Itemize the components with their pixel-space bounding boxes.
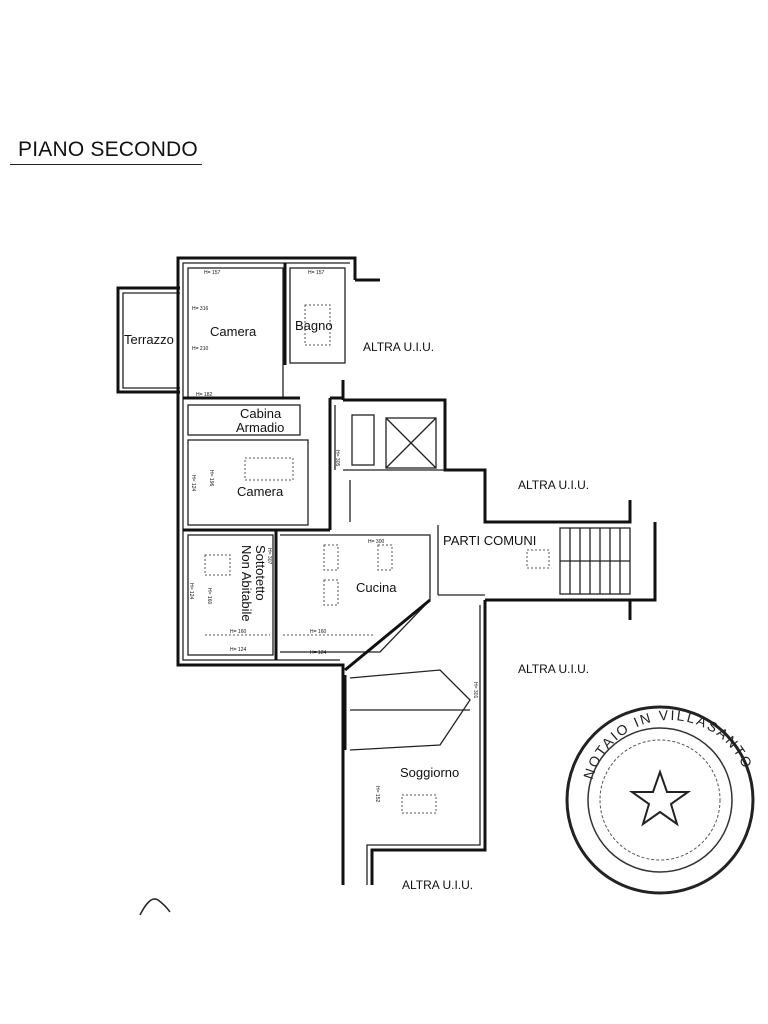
room-sottotetto: Sottotetto Non Abitabile <box>239 545 268 622</box>
height-label: H= 160 <box>230 629 246 635</box>
height-label: H= 157 <box>308 270 324 276</box>
room-cucina: Cucina <box>356 580 397 595</box>
height-label: H= 124 <box>190 475 196 491</box>
room-bagno: Bagno <box>295 318 333 333</box>
room-camera-top: Camera <box>210 324 257 339</box>
room-cabina-line2: Armadio <box>236 420 284 435</box>
height-label: H= 124 <box>230 647 246 653</box>
area-altra-uiu-2: ALTRA U.I.U. <box>518 478 589 492</box>
room-sottotetto-line2: Non Abitabile <box>239 545 254 622</box>
height-label: H= 305 <box>334 450 340 466</box>
floor-title: PIANO SECONDO <box>18 138 198 161</box>
height-label: H= 307 <box>266 548 272 564</box>
room-parti-comuni: PARTI COMUNI <box>443 533 536 548</box>
height-label: H= 300 <box>368 539 384 545</box>
height-label: H= 124 <box>188 583 194 599</box>
seal-text: NOTAIO IN VILLASANTO <box>580 707 756 781</box>
area-altra-uiu-1: ALTRA U.I.U. <box>363 340 434 354</box>
room-sottotetto-line1: Sottotetto <box>253 545 268 601</box>
room-camera-mid: Camera <box>237 484 284 499</box>
height-label: H= 160 <box>206 588 212 604</box>
height-label: H= 182 <box>196 392 212 398</box>
height-label: H= 160 <box>310 629 326 635</box>
outer-walls <box>116 256 657 885</box>
room-cabina-line1: Cabina <box>240 406 282 421</box>
height-label: H= 152 <box>374 786 380 802</box>
height-label: H= 124 <box>310 650 326 656</box>
fixtures <box>204 304 437 814</box>
height-label: H= 301 <box>472 682 478 698</box>
area-altra-uiu-4: ALTRA U.I.U. <box>402 878 473 892</box>
room-terrazzo: Terrazzo <box>124 332 174 347</box>
title-underline <box>10 164 202 165</box>
area-altra-uiu-3: ALTRA U.I.U. <box>518 662 589 676</box>
room-soggiorno: Soggiorno <box>400 765 459 780</box>
signature-mark <box>139 898 171 916</box>
stairs <box>526 527 631 595</box>
height-label: H= 210 <box>192 346 208 352</box>
height-label: H= 196 <box>208 470 214 486</box>
notary-seal-icon: NOTAIO IN VILLASANTO <box>565 705 756 895</box>
height-label: H= 316 <box>192 306 208 312</box>
interior-walls <box>183 263 485 751</box>
height-label: H= 157 <box>204 270 220 276</box>
